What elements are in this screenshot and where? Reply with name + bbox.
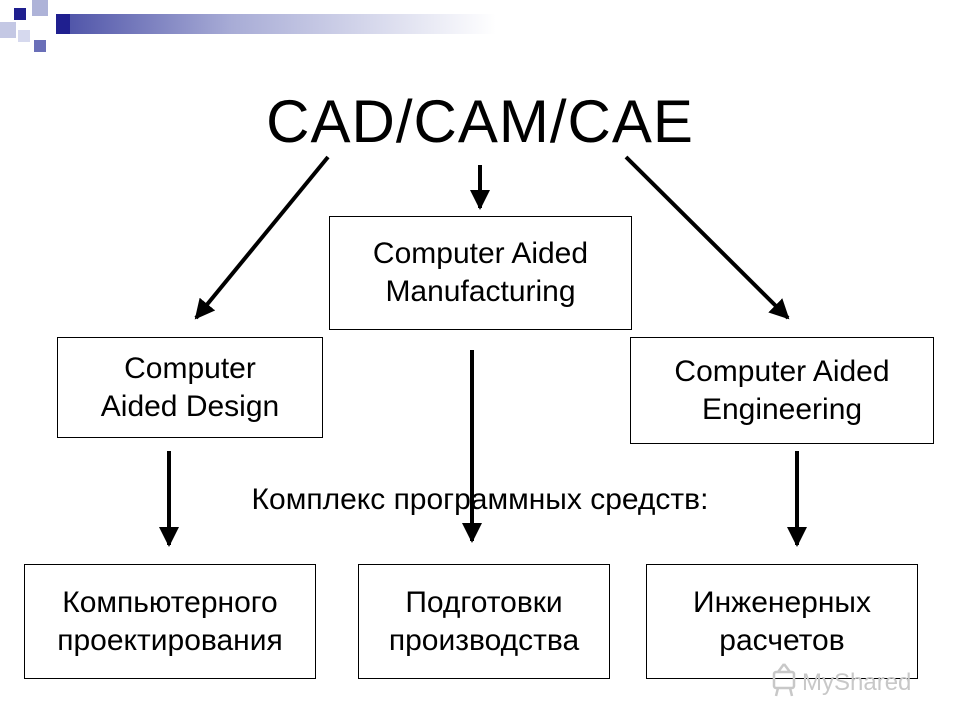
box-design-line2: проектирования <box>57 623 283 657</box>
watermark: MyShared <box>772 663 911 697</box>
deco-square-light <box>18 30 30 42</box>
box-cae-line1: Computer Aided <box>674 354 890 388</box>
box-engineering-line2: расчетов <box>719 623 845 657</box>
box-cad-line2: Aided Design <box>100 389 280 423</box>
watermark-icon <box>772 663 796 697</box>
box-production-software: Подготовки производства <box>358 564 610 679</box>
decorative-squares <box>0 0 496 52</box>
box-cae-line2: Engineering <box>701 392 863 426</box>
box-cad: Computer Aided Design <box>57 337 323 438</box>
box-design-line1: Компьютерного <box>62 585 278 619</box>
arrow-title-to-cad <box>194 155 330 320</box>
page-title: CAD/CAM/CAE <box>266 88 694 155</box>
deco-square-dark <box>34 40 46 52</box>
deco-square-dark <box>14 8 26 20</box>
deco-square-light <box>32 0 48 16</box>
box-design-software: Компьютерного проектирования <box>24 564 316 679</box>
box-cae: Computer Aided Engineering <box>630 337 934 444</box>
watermark-text: MyShared <box>802 669 911 696</box>
deco-square-light <box>0 22 16 38</box>
box-cam-line1: Computer Aided <box>372 237 589 270</box>
subtitle: Комплекс программных средств: <box>251 483 709 516</box>
box-cam: Computer Aided Manufacturing <box>329 216 632 330</box>
box-cad-line1: Computer <box>124 351 256 385</box>
box-production-line2: производства <box>388 623 580 657</box>
box-production-line1: Подготовки <box>405 585 563 619</box>
box-cam-line2: Manufacturing <box>385 275 576 308</box>
box-engineering-line1: Инженерных <box>693 585 871 619</box>
arrow-title-to-cae <box>624 155 790 320</box>
deco-gradient-bar <box>56 14 496 34</box>
deco-square-dark <box>56 14 70 34</box>
box-engineering-software: Инженерных расчетов <box>646 564 918 679</box>
